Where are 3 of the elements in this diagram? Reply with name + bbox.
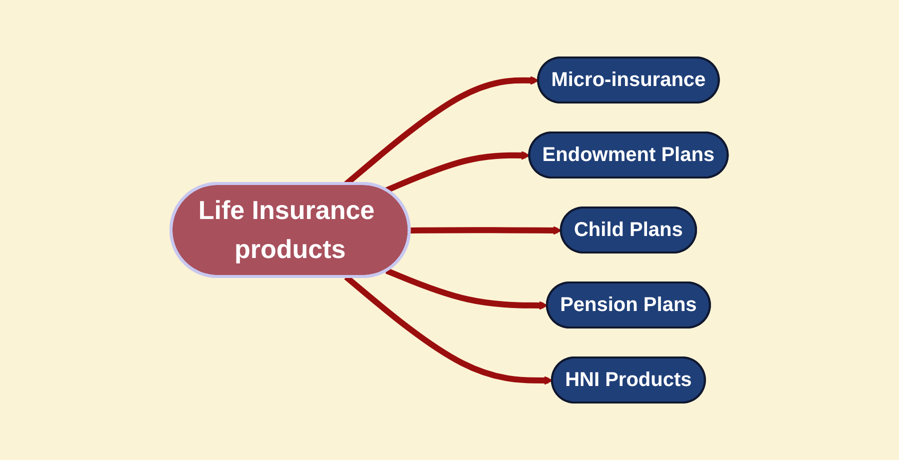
- arrow: [386, 151, 530, 194]
- arrow: [410, 226, 562, 235]
- arrow: [386, 268, 548, 310]
